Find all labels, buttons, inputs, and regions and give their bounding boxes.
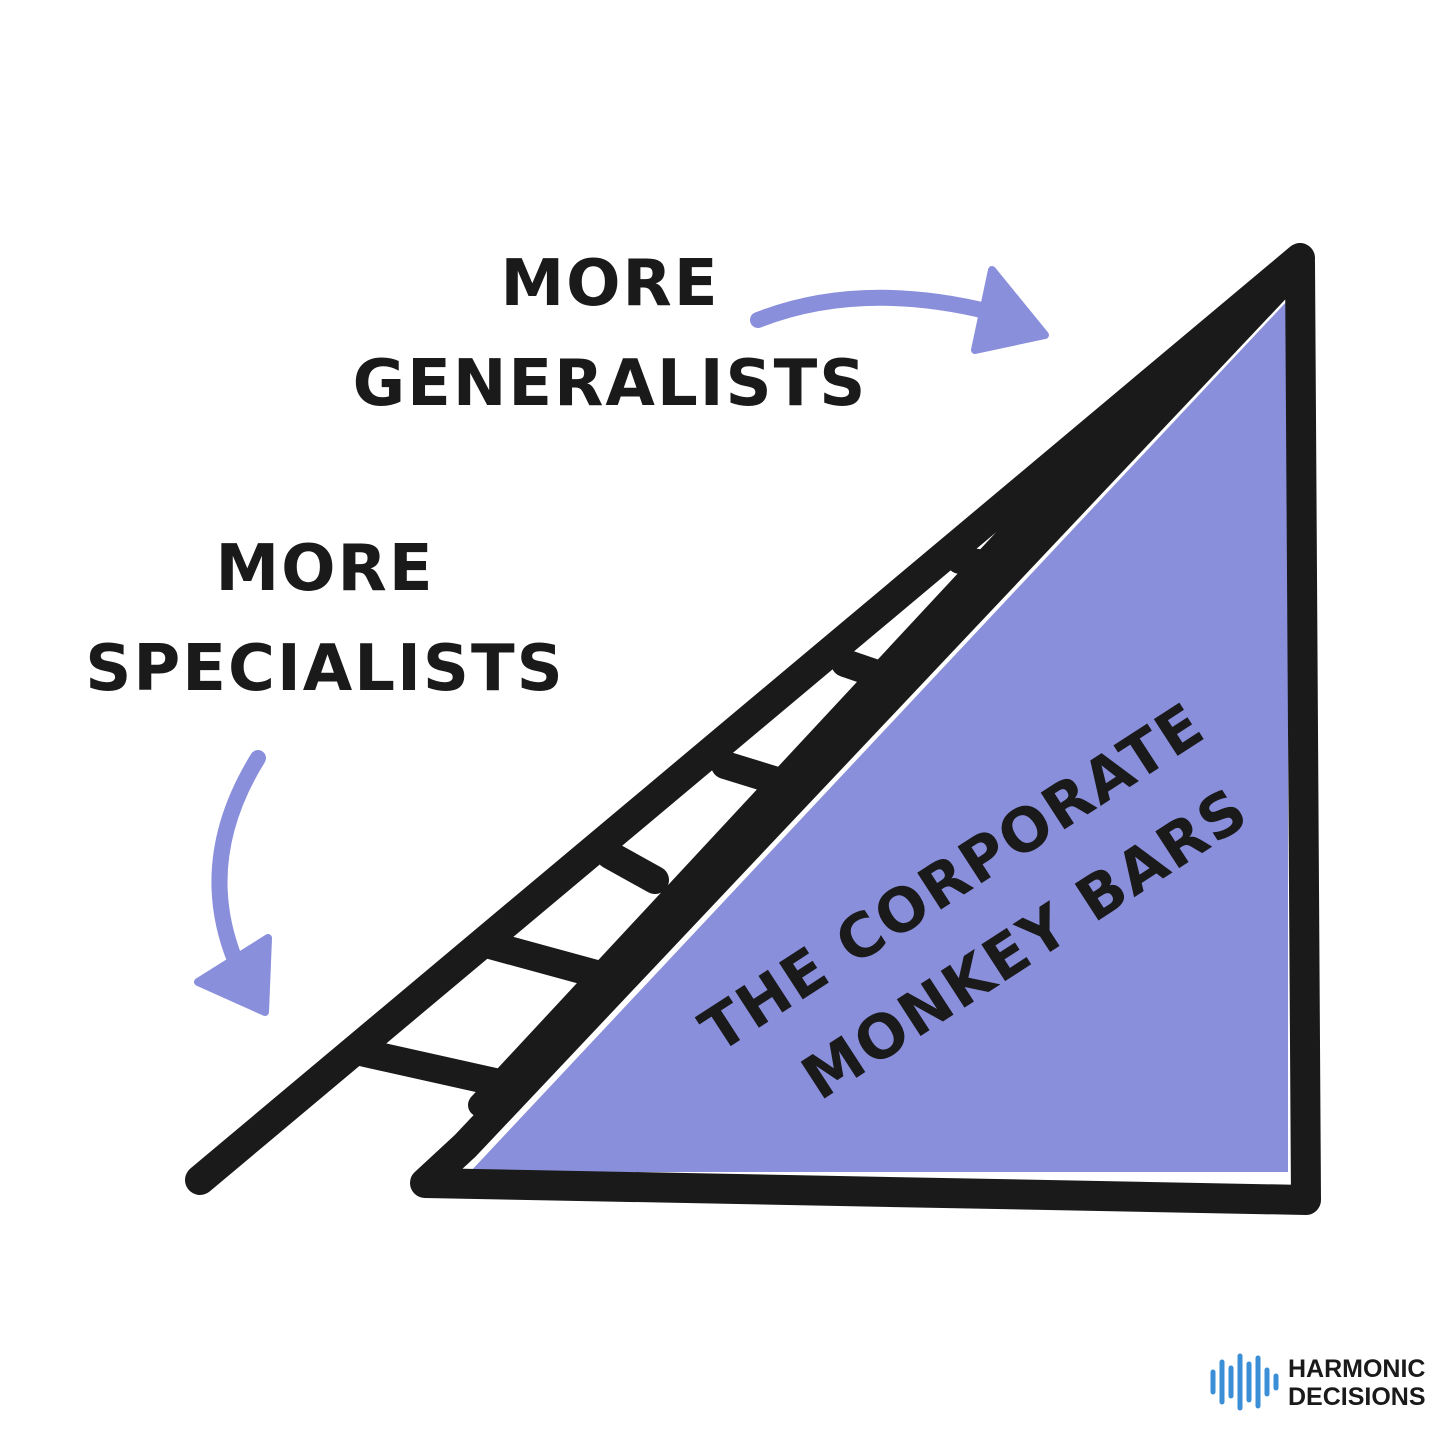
ladder-inner-rail	[468, 383, 1152, 1117]
label-generalists-line1: MORE	[500, 247, 719, 321]
ladder-rung	[596, 841, 669, 894]
ladder-rung	[351, 1039, 509, 1096]
triangle-fill	[470, 300, 1288, 1172]
logo: HARMONIC DECISIONS	[1210, 1353, 1426, 1411]
arrow-to-specialists	[194, 750, 272, 1016]
logo-line1: HARMONIC	[1288, 1355, 1426, 1383]
ladder-rails	[185, 243, 1315, 1195]
arrow-to-generalists	[750, 266, 1049, 354]
triangle-outline	[410, 247, 1321, 1215]
label-specialists-line1: MORE	[215, 532, 434, 606]
logo-line2: DECISIONS	[1288, 1383, 1426, 1411]
label-generalists-line2: GENERALISTS	[353, 347, 868, 421]
soundwave-icon	[1210, 1353, 1279, 1411]
label-specialists-line2: SPECIALISTS	[85, 632, 564, 706]
ladder-rung	[476, 931, 614, 989]
